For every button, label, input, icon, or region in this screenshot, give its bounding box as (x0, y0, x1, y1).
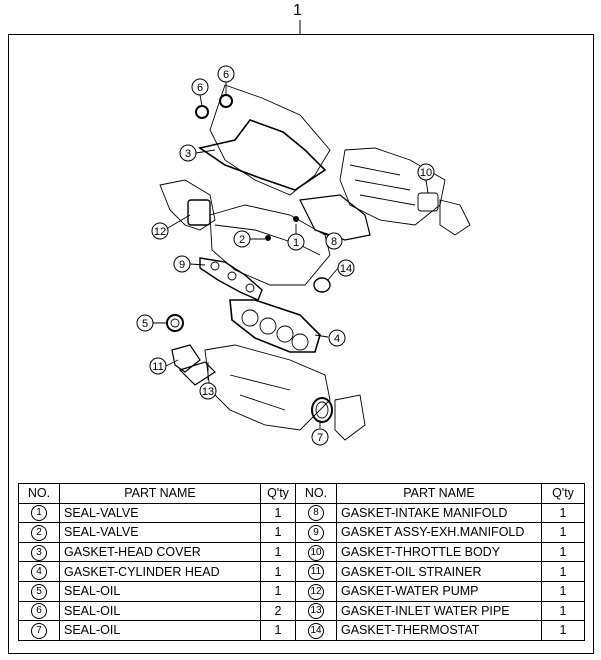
part-name-right: GASKET-OIL STRAINER (336, 561, 542, 582)
exploded-parts-diagram: 6 6 3 10 12 2 1 8 9 14 5 4 11 13 7 (136, 20, 471, 446)
part-name-left: SEAL-OIL (59, 620, 261, 641)
callout-14-label: 14 (340, 263, 352, 275)
table-row: 4 GASKET-CYLINDER HEAD 1 11 GASKET-OIL S… (18, 561, 585, 582)
qty-right: 1 (541, 580, 585, 602)
part-number-left: 4 (31, 564, 47, 581)
table-row: 1 SEAL-VALVE 1 8 GASKET-INTAKE MANIFOLD … (18, 502, 585, 524)
part-number-left: 7 (31, 622, 47, 639)
callout-14: 14 (337, 259, 355, 277)
callout-8: 8 (325, 232, 343, 250)
intake-manifold-drawing (339, 147, 446, 226)
callout-7-label: 7 (317, 432, 323, 444)
callout-5-label: 5 (142, 318, 148, 330)
part-number-right: 12 (308, 583, 324, 600)
qty-right: 1 (541, 541, 585, 563)
part-number-right: 14 (308, 622, 324, 639)
qty-right: 1 (541, 502, 585, 524)
callout-6b: 6 (217, 65, 235, 83)
table-row: 6 SEAL-OIL 2 13 GASKET-INLET WATER PIPE … (18, 600, 585, 622)
callout-6a: 6 (191, 78, 209, 96)
callout-9-label: 9 (179, 259, 185, 271)
part-number-right: 13 (308, 603, 324, 620)
part-number-left: 5 (31, 583, 47, 600)
callout-8-label: 8 (331, 236, 337, 248)
qty-left: 1 (260, 522, 296, 543)
callout-13-label: 13 (202, 386, 214, 398)
callout-4-label: 4 (334, 333, 340, 345)
callout-group: 6 6 3 10 12 2 1 8 9 14 5 4 11 13 7 (136, 65, 435, 446)
callout-5: 5 (136, 314, 154, 332)
qty-right: 1 (541, 561, 585, 582)
part-name-left: GASKET-CYLINDER HEAD (59, 561, 261, 582)
part-number-right: 9 (308, 524, 324, 541)
part-name-left: GASKET-HEAD COVER (59, 541, 261, 563)
qty-left: 1 (260, 541, 296, 563)
table-header-row: NO. PART NAME Q'ty NO. PART NAME Q'ty (18, 483, 585, 504)
part-name-right: GASKET-INTAKE MANIFOLD (336, 502, 542, 524)
qty-left: 1 (260, 620, 296, 641)
callout-6a-label: 6 (197, 82, 203, 94)
part-name-left: SEAL-VALVE (59, 502, 261, 524)
callout-2: 2 (233, 230, 251, 248)
diagram-frame (8, 34, 594, 654)
header-qty-right: Q'ty (541, 483, 585, 504)
callout-13: 13 (199, 382, 217, 400)
part-number-left: 6 (31, 603, 47, 620)
part-name-right: GASKET-THERMOSTAT (336, 620, 542, 641)
callout-6b-label: 6 (223, 69, 229, 81)
part-number-right: 10 (308, 544, 324, 561)
callout-10-label: 10 (420, 167, 432, 179)
header-qty-left: Q'ty (260, 483, 296, 504)
callout-11-label: 11 (152, 361, 163, 373)
callout-12-label: 12 (154, 226, 166, 238)
part-number-left: 1 (31, 505, 47, 522)
cylinder-head-drawing (209, 204, 331, 286)
header-no-right: NO. (295, 483, 337, 504)
table-row: 7 SEAL-OIL 1 14 GASKET-THERMOSTAT 1 (18, 620, 585, 641)
part-name-left: SEAL-OIL (59, 580, 261, 602)
part-name-right: GASKET ASSY-EXH.MANIFOLD (336, 522, 542, 543)
table-row: 5 SEAL-OIL 1 12 GASKET-WATER PUMP 1 (18, 580, 585, 602)
callout-3-label: 3 (185, 148, 191, 160)
part-name-right: GASKET-WATER PUMP (336, 580, 542, 602)
callout-1: 1 (287, 233, 305, 251)
part-name-left: SEAL-VALVE (59, 522, 261, 543)
qty-left: 1 (260, 502, 296, 524)
callout-12: 12 (151, 222, 169, 240)
callout-7: 7 (311, 428, 329, 446)
qty-right: 1 (541, 600, 585, 622)
head-gasket-drawing (229, 299, 321, 353)
part-name-right: GASKET-INLET WATER PIPE (336, 600, 542, 622)
assembly-number: 1 (293, 2, 302, 19)
callout-10: 10 (417, 163, 435, 181)
callout-11: 11 (149, 357, 167, 375)
callout-3: 3 (179, 144, 197, 162)
qty-right: 1 (541, 522, 585, 543)
exhaust-gasket-drawing (199, 257, 263, 301)
qty-right: 1 (541, 620, 585, 641)
header-no-left: NO. (18, 483, 60, 504)
part-name-left: SEAL-OIL (59, 600, 261, 622)
part-number-left: 3 (31, 544, 47, 561)
callout-2-label: 2 (239, 234, 245, 246)
engine-block-drawing (204, 344, 331, 431)
qty-left: 2 (260, 600, 296, 622)
part-number-left: 2 (31, 524, 47, 541)
callout-9: 9 (173, 255, 191, 273)
part-number-right: 11 (308, 564, 324, 581)
callout-1-label: 1 (293, 237, 299, 249)
table-row: 2 SEAL-VALVE 1 9 GASKET ASSY-EXH.MANIFOL… (18, 522, 585, 543)
qty-left: 1 (260, 561, 296, 582)
header-part-name-left: PART NAME (59, 483, 261, 504)
header-part-name-right: PART NAME (336, 483, 542, 504)
table-row: 3 GASKET-HEAD COVER 1 10 GASKET-THROTTLE… (18, 541, 585, 563)
part-number-right: 8 (308, 505, 324, 522)
parts-table: NO. PART NAME Q'ty NO. PART NAME Q'ty 1 … (18, 483, 585, 641)
callout-4: 4 (328, 329, 346, 347)
part-name-right: GASKET-THROTTLE BODY (336, 541, 542, 563)
qty-left: 1 (260, 580, 296, 602)
